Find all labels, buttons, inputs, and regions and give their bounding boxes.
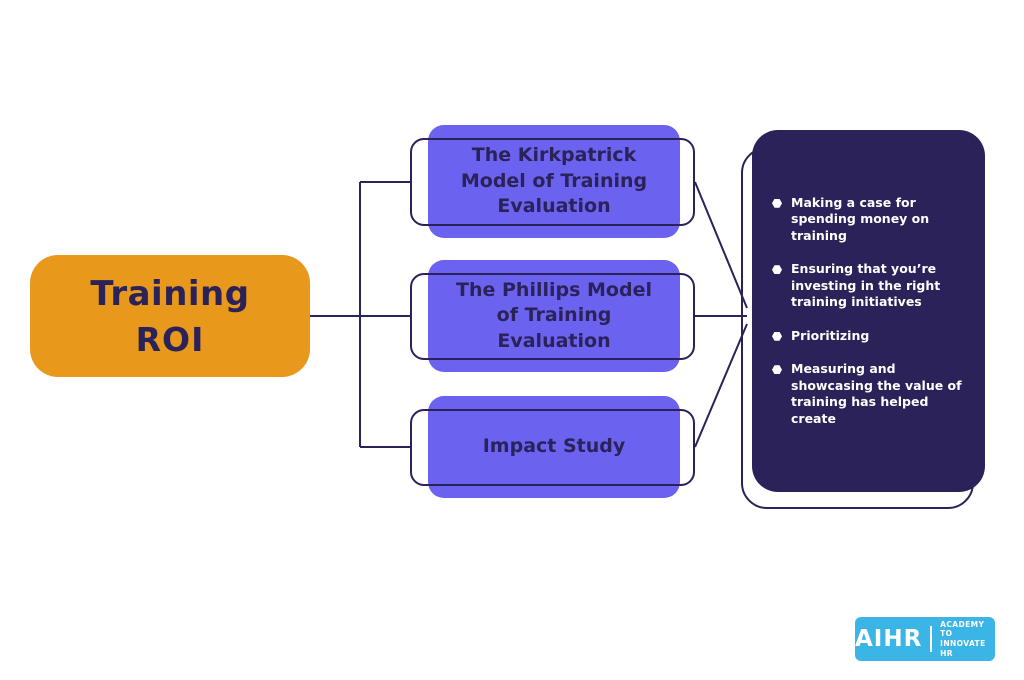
logo-divider [930,626,933,652]
outcome-text: Ensuring that you’re investing in the ri… [791,261,941,310]
right-connector-path [694,181,748,448]
logo-tagline-line2: INNOVATE HR [940,639,986,658]
outcome-text: Prioritizing [791,327,870,343]
list-item: Prioritizing [772,328,965,345]
root-title-line2: ROI [135,319,205,359]
hexagon-bullet-icon [772,331,782,341]
left-connector-path [310,181,412,448]
list-item: Ensuring that you’re investing in the ri… [772,261,965,311]
hexagon-bullet-icon [772,265,782,275]
outcomes-list: Making a case for spending money on trai… [772,195,965,428]
list-item: Measuring and showcasing the value of tr… [772,361,965,427]
branch-impact-study: Impact Study [410,396,695,498]
outcome-text: Making a case for spending money on trai… [791,194,930,243]
list-item: Making a case for spending money on trai… [772,195,965,245]
branch-kirkpatrick-model: The Kirkpatrick Model of Training Evalua… [410,125,695,238]
branch-phillips-model: The Phillips Model of Training Evaluatio… [410,260,695,372]
branch-label: The Kirkpatrick Model of Training Evalua… [460,144,648,218]
branch-label: Impact Study [482,435,626,458]
logo-tagline: ACADEMY TO INNOVATE HR [940,620,995,659]
outcomes-box: Making a case for spending money on trai… [741,130,985,509]
hexagon-bullet-icon [772,365,782,375]
logo-tagline-line1: ACADEMY TO [940,619,985,639]
aihr-logo: AIHR ACADEMY TO INNOVATE HR [855,617,995,661]
outcome-text: Measuring and showcasing the value of tr… [791,361,962,426]
branch-label: The Phillips Model of Training Evaluatio… [456,278,652,352]
root-title-line1: Training [90,273,250,314]
logo-brand-text: AIHR [855,626,923,652]
training-roi-box: Training ROI [30,255,310,377]
hexagon-bullet-icon [772,198,782,208]
